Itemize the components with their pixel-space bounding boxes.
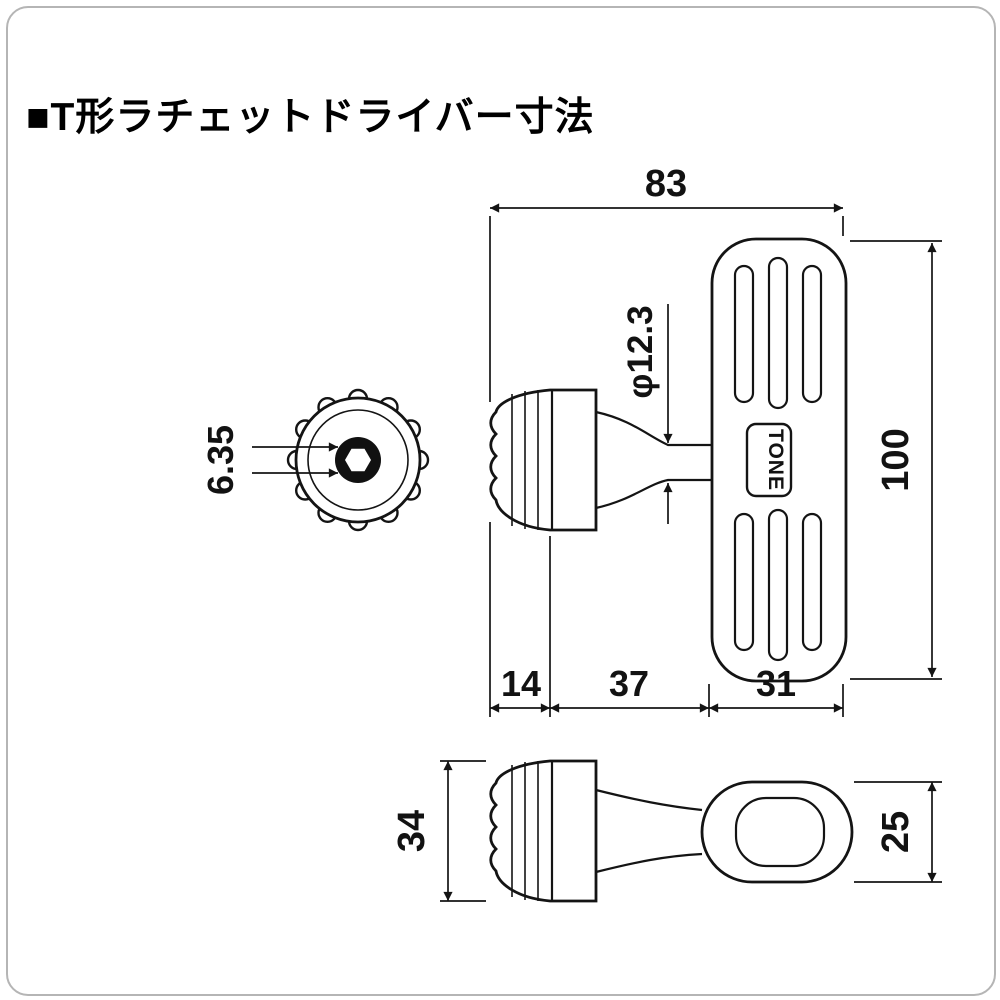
shaft-top-edge — [595, 410, 714, 447]
knob-face-view: 6.35 — [200, 388, 430, 532]
dim-hex-size-label: 6.35 — [200, 425, 241, 495]
top-view: 34 25 — [391, 759, 942, 903]
grip-slots — [733, 256, 823, 662]
dim-handle-width-label: 25 — [875, 811, 917, 853]
knob-inner-circle — [307, 409, 409, 511]
dim-handle-length-label: 100 — [875, 428, 917, 491]
ratchet-knob — [489, 388, 598, 532]
side-view: TONE 83 φ12.3 100 14 37 31 — [489, 163, 942, 717]
dim-overall-width-label: 83 — [645, 163, 687, 205]
brand-badge — [745, 422, 793, 498]
dim-seg-handle-label: 31 — [756, 663, 796, 704]
brand-label: TONE — [764, 429, 787, 491]
page-title: ■T形ラチェットドライバー寸法 — [26, 96, 595, 139]
dim-knob-diameter-label: 34 — [391, 810, 433, 852]
shaft-bottom-edge — [595, 478, 714, 510]
dim-shaft-diameter-label: φ12.3 — [621, 305, 660, 398]
top-view-shaft-bottom — [595, 852, 703, 874]
top-view-shaft-top — [595, 788, 703, 812]
dim-seg-knob-label: 14 — [501, 663, 541, 704]
hex-socket-hole — [345, 448, 371, 472]
handle-eye-hole — [734, 796, 826, 868]
dim-seg-shaft-label: 37 — [609, 663, 649, 704]
